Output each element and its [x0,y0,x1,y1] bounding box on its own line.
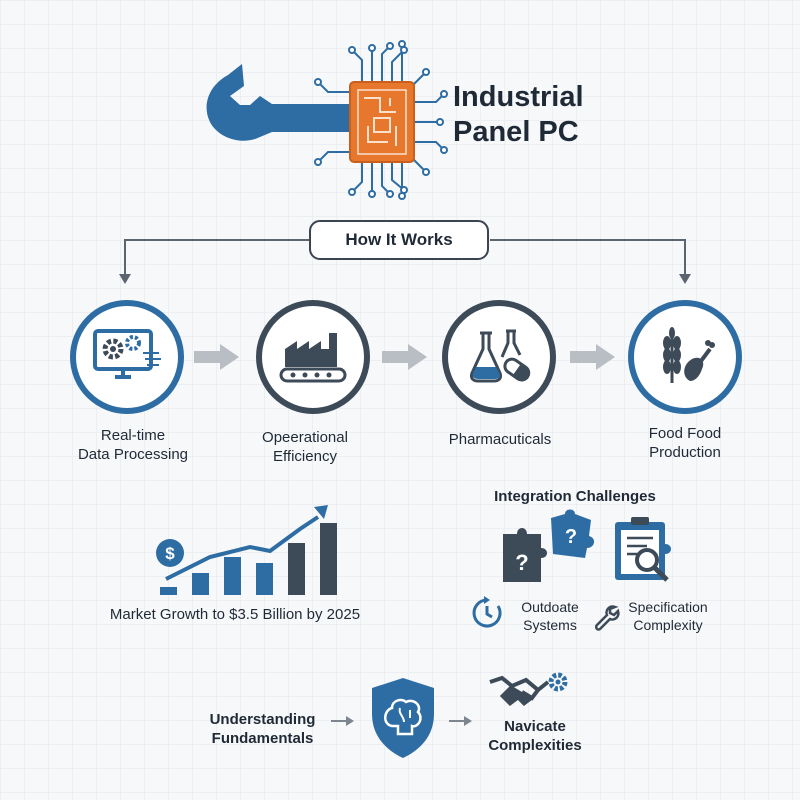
chip-icon [349,81,415,163]
how-it-works-connector [119,239,691,284]
wheat-drumstick-icon [663,327,715,383]
market-growth-label: Market Growth to $3.5 Billion by 2025 [109,606,361,623]
shield-brain-icon [372,678,434,758]
market-growth-graphic: $ [156,505,337,595]
step-circle-data-processing [70,300,184,414]
title-line-2: Panel PC [453,116,579,148]
integration-challenges-title: Integration Challenges [494,488,656,505]
title-line-1: Industrial [453,81,584,113]
wrench-chip-logo [206,40,448,200]
step-circle-pharmaceuticals [442,300,556,414]
page-title: Industrial Panel PC [453,80,653,150]
growth-bars [160,523,337,595]
wrench-icon [206,64,350,141]
step-arrow-3 [570,344,615,370]
clock-icon [472,596,502,628]
how-it-works-heading: How It Works [309,220,489,260]
step-circle-food-production [628,300,742,414]
step-circle-operational-efficiency [256,300,370,414]
puzzle-blue-icon: ? [551,509,595,558]
step-label-pharmaceuticals: Pharmacuticals [448,431,552,448]
puzzle-pieces-graphic: ? ? [503,509,671,582]
flask-capsule-icon [470,329,531,383]
dollar-coin-icon [156,539,184,567]
factory-conveyor-icon [279,333,347,383]
svg-text:?: ? [565,526,577,548]
bottom-arrow-1 [331,716,354,726]
svg-text:?: ? [515,550,528,575]
handshake-gear-icon [489,672,568,706]
monitor-gears-icon [93,329,161,379]
clipboard-search-icon [615,517,671,582]
puzzle-dark-icon: ? [503,528,547,582]
step-arrow-1 [194,344,239,370]
step-arrow-2 [382,344,427,370]
wrench-icon [594,605,620,631]
svg-text:$: $ [165,544,175,563]
bottom-arrow-2 [449,716,472,726]
